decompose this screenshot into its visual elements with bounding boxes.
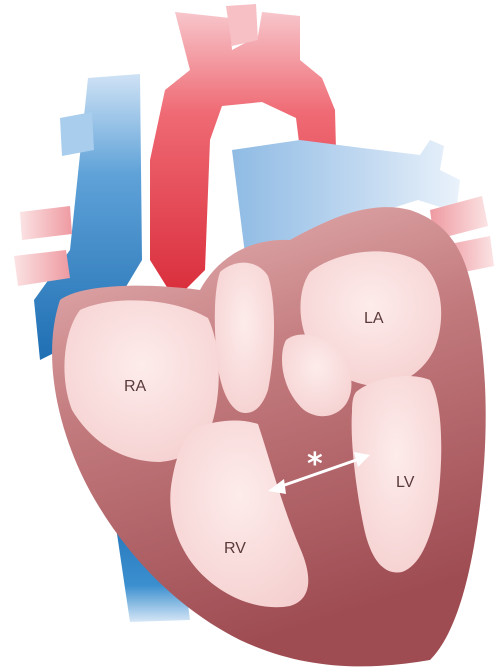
label-lv: LV bbox=[396, 474, 415, 491]
label-la: LA bbox=[364, 310, 384, 327]
label-rv: RV bbox=[224, 540, 246, 557]
label-ra: RA bbox=[124, 378, 147, 395]
vena-cava-branch bbox=[60, 112, 94, 156]
pulmonary-vessel-left-upper bbox=[20, 206, 72, 240]
asterisk-marker: * bbox=[307, 447, 323, 482]
right-ventricle-outflow-tract bbox=[215, 263, 274, 413]
